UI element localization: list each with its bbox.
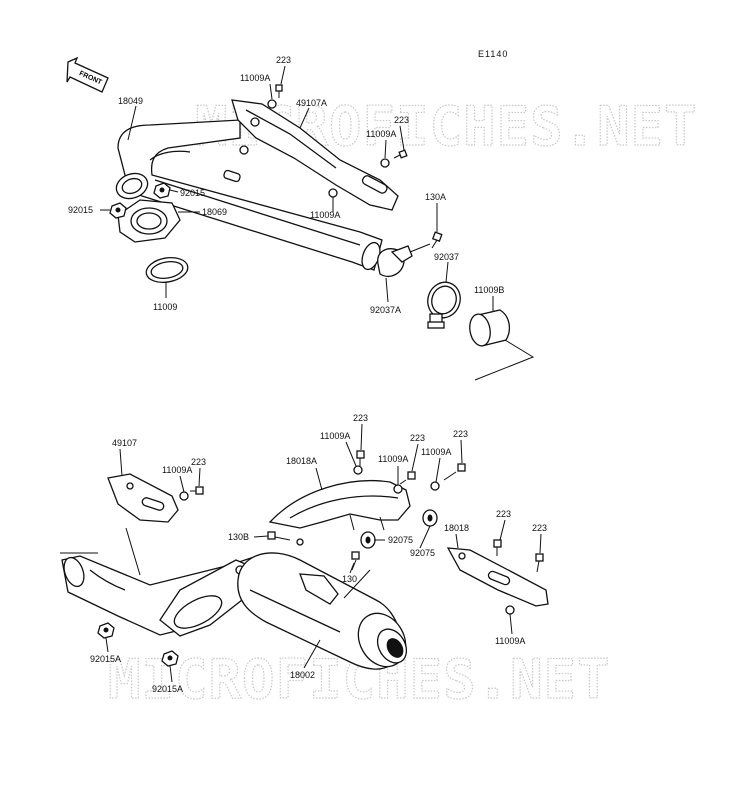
flange-18069 [117, 199, 181, 243]
part-label: 18002 [290, 670, 315, 680]
grommet-92075-a [360, 531, 376, 549]
gasket-11009B [469, 309, 511, 347]
part-label: 92037A [370, 305, 401, 315]
part-label: 49107A [296, 98, 327, 108]
bolt-130B [267, 531, 304, 546]
clamp-92037A [377, 243, 431, 277]
heat-guard-49107 [107, 473, 179, 523]
part-label: 130 [342, 574, 357, 584]
grommet-92075-b [422, 509, 438, 527]
part-label: 11009A [495, 636, 525, 646]
part-label: 18018 [444, 523, 469, 533]
part-label: 11009A [421, 447, 451, 457]
diagram-code: E1140 [478, 49, 508, 59]
part-label: 11009A [240, 73, 270, 83]
part-labels: 223 11009A 49107A 18049 223 11009A 92015… [68, 55, 547, 694]
bolt-130 [351, 551, 360, 571]
part-label: 223 [191, 457, 206, 467]
bolt-130A [431, 231, 443, 249]
washer-11009A-lower-c [393, 484, 403, 494]
part-label: 223 [453, 429, 468, 439]
front-arrow-icon: FRONT [66, 56, 109, 93]
part-label: 223 [410, 433, 425, 443]
part-label: 11009A [366, 129, 396, 139]
part-label: 223 [496, 509, 511, 519]
bolt-223-lower-b [356, 450, 365, 466]
nut-92015-right [153, 182, 171, 199]
bolt-223-upper-a [275, 84, 283, 98]
upper-exhaust-pipe [115, 119, 383, 271]
muffler-18002 [61, 552, 408, 670]
part-label: 18018A [286, 456, 317, 466]
part-label: 11009 [153, 302, 177, 312]
part-label: 223 [353, 413, 368, 423]
nut-92015A-b [161, 650, 179, 667]
part-label: 92037 [434, 252, 459, 262]
washer-11009A-upper-c [328, 188, 338, 198]
washer-11009A-upper-a [267, 99, 277, 109]
part-label: 11009B [474, 285, 504, 295]
clamp-92037 [427, 281, 461, 329]
bolt-223-upper-b [393, 149, 408, 159]
bolt-223-lower-f [535, 553, 544, 573]
bolt-223-lower-a [190, 486, 204, 495]
part-label: 130A [425, 192, 446, 202]
part-label: 92015A [152, 684, 183, 694]
washer-11009A-lower-b [353, 465, 363, 475]
washer-11009A-lower-e [505, 605, 515, 615]
heat-shield-18018A [268, 480, 411, 531]
bolt-223-lower-e [493, 539, 502, 556]
part-label: 223 [394, 115, 409, 125]
gasket-11009 [145, 256, 189, 284]
part-label: 92015 [180, 188, 205, 198]
part-label: 92075 [388, 535, 413, 545]
part-label: 11009A [162, 465, 192, 475]
part-label: 92015 [68, 205, 93, 215]
bolt-223-lower-d [443, 463, 466, 481]
washer-11009A-upper-b [380, 158, 390, 168]
part-label: 223 [532, 523, 547, 533]
part-label: 11009A [320, 431, 350, 441]
part-label: 11009A [310, 210, 340, 220]
leader-to-muffler [474, 339, 535, 381]
part-label: 18069 [202, 207, 227, 217]
bolt-223-lower-c [399, 471, 416, 485]
part-label: 92075 [410, 548, 435, 558]
part-label: 223 [276, 55, 291, 65]
washer-upper-inner [239, 145, 249, 155]
washer-11009A-lower-d [430, 481, 440, 491]
part-label: 18049 [118, 96, 143, 106]
part-label: 49107 [112, 438, 137, 448]
part-label: 92015A [90, 654, 121, 664]
washer-11009A-lower-a [179, 491, 189, 501]
nut-92015-left [109, 202, 127, 219]
part-label: 11009A [378, 454, 408, 464]
part-label: 130B [228, 532, 249, 542]
heat-guard-18018 [446, 547, 549, 607]
nut-92015A-a [97, 622, 115, 639]
